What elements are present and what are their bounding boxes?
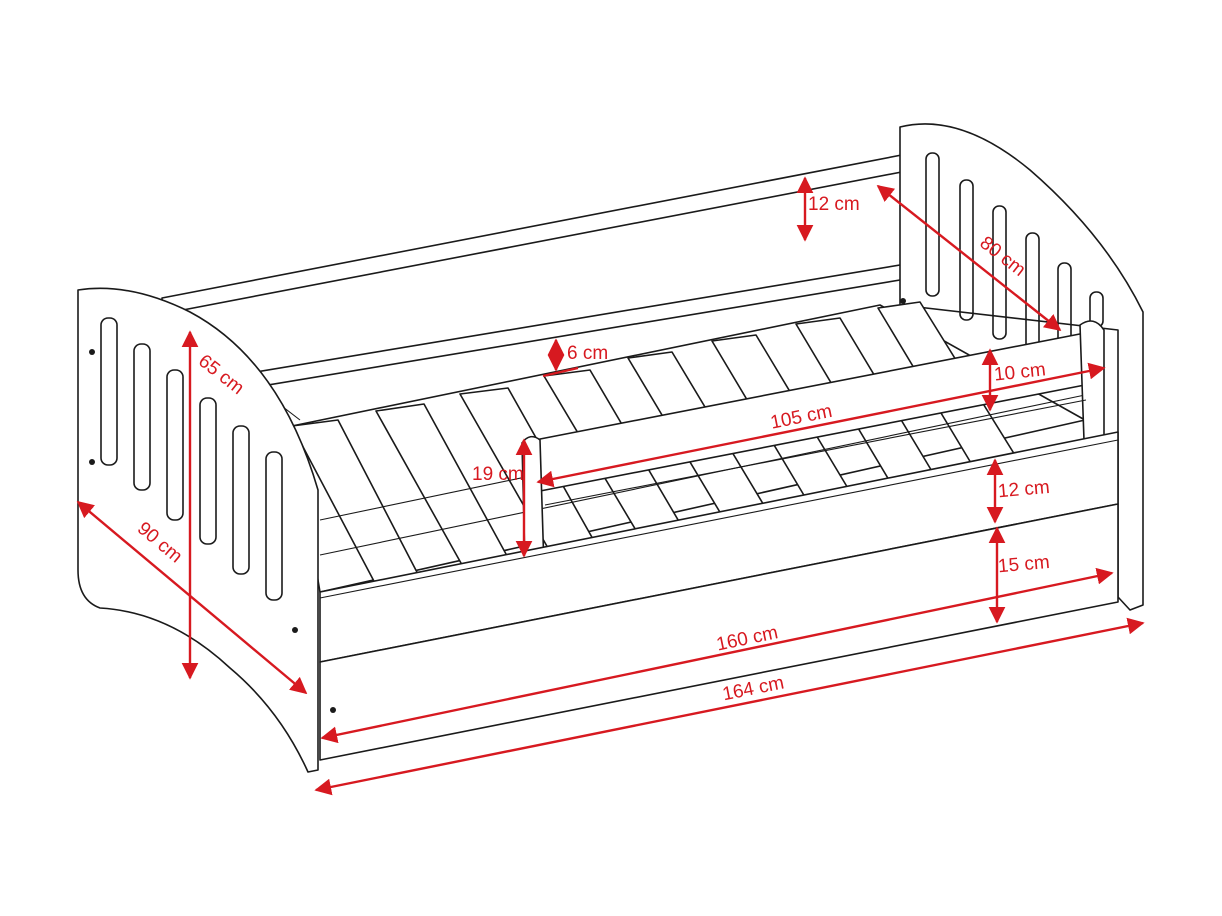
dim-105-arrow [536,362,1106,488]
dim-80-arrow [876,184,1062,332]
dimension-lines [76,176,1145,796]
dim-160-arrow [320,567,1114,744]
dim-6-label: 6 cm [567,343,608,364]
dim-12-top-label: 12 cm [808,194,860,215]
dim-15-label: 15 cm [997,552,1050,577]
dim-19-label: 19 cm [472,464,524,485]
dim-12-front-label: 12 cm [997,477,1050,502]
